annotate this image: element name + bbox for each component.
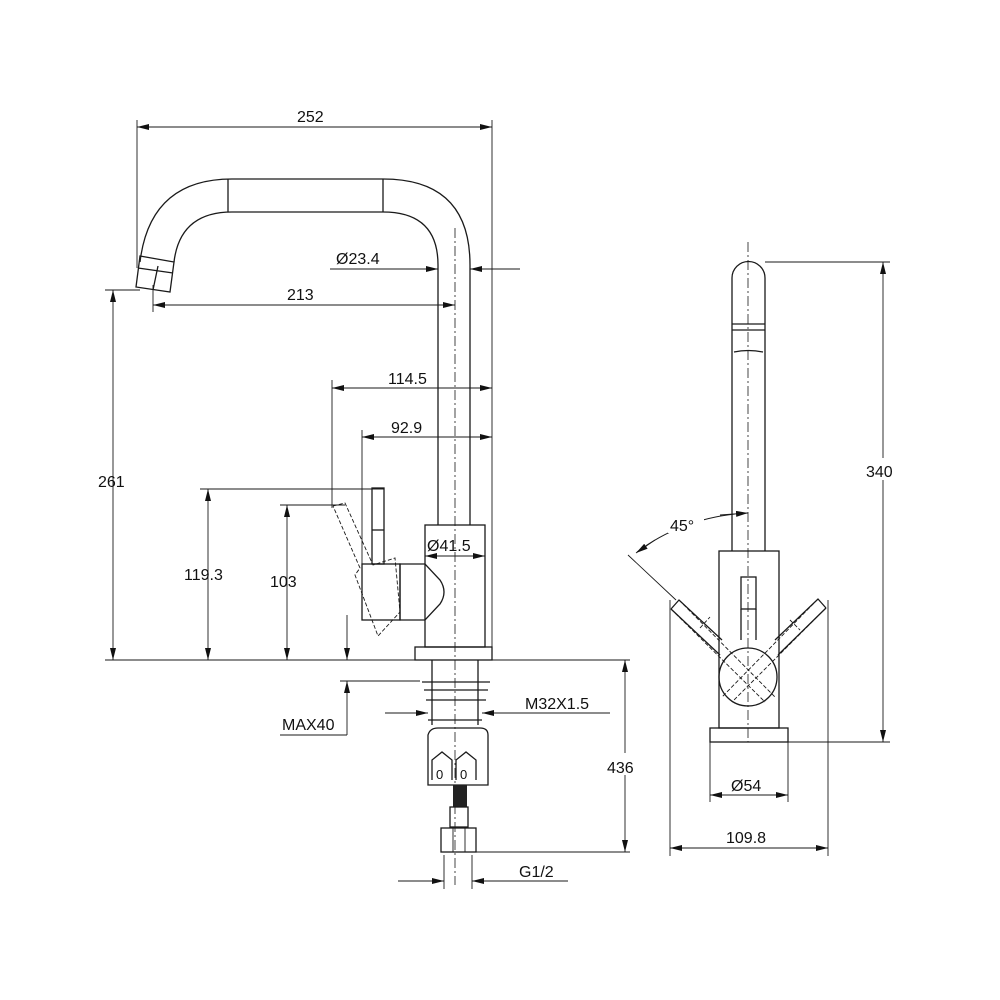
cartridge: [399, 563, 445, 621]
lever-tilted: [332, 502, 401, 637]
dim-handle-top: 119.3: [184, 567, 223, 584]
handle-left: [670, 599, 723, 656]
dim-max-countertop: MAX40: [282, 717, 335, 734]
dim-handle-reach: 114.5: [388, 371, 427, 388]
handle-right: [774, 598, 827, 656]
dim-body-diameter: Ø41.5: [427, 538, 471, 555]
dim-spout-reach: 213: [287, 287, 314, 304]
cartridge-circle: [718, 647, 778, 707]
spout-inner: [173, 211, 439, 525]
dim-width-total: 252: [297, 109, 324, 126]
dim-handle-pivot: 92.9: [391, 420, 422, 437]
dim-spout-diameter: Ø23.4: [336, 251, 380, 268]
spout-front: [731, 260, 766, 551]
lever-upright: [371, 487, 385, 565]
dim-hose-length: 436: [607, 760, 634, 777]
shank: [422, 660, 490, 725]
spout-outer: [139, 178, 471, 525]
front-view: 45° 340 Ø54 109.8: [627, 242, 904, 856]
hose-connector: [427, 727, 489, 786]
svg-text:0: 0: [436, 767, 443, 782]
aerator: [135, 255, 175, 293]
dim-handle-span: 109.8: [726, 830, 766, 847]
hex-nut: [440, 827, 477, 853]
dim-handle-height: 103: [270, 574, 297, 591]
dim-handle-angle: 45°: [670, 518, 694, 535]
svg-text:0: 0: [460, 767, 467, 782]
handle-stem: [740, 576, 757, 610]
hose: [453, 785, 467, 807]
side-view: 0 0 252 Ø23.4 213 114.5 92.9 Ø41.5 261: [98, 109, 645, 889]
dim-total-height: 340: [866, 464, 893, 481]
dim-spout-height: 261: [98, 474, 125, 491]
dim-base-diameter: Ø54: [731, 778, 761, 795]
dim-thread: M32X1.5: [525, 696, 589, 713]
dim-connection: G1/2: [519, 864, 554, 881]
